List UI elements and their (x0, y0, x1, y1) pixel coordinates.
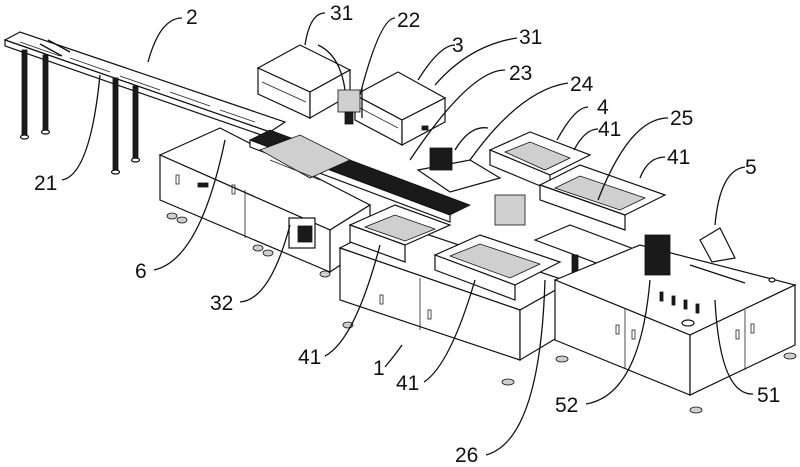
label-1: 1 (373, 357, 385, 380)
fixture-tray-upper-right (538, 164, 667, 231)
label-23: 23 (509, 62, 532, 85)
label-6: 6 (135, 260, 147, 283)
main-transfer-rail (249, 129, 471, 223)
fixture-tray-lower-right (433, 234, 562, 301)
rotary-manipulator (416, 127, 526, 226)
label-22: 22 (397, 9, 420, 32)
label-21: 21 (34, 172, 57, 195)
control-panel (288, 217, 316, 249)
label-41d: 41 (396, 372, 419, 395)
label-51: 51 (757, 384, 780, 407)
output-slots (644, 227, 746, 314)
reference-labels: 2 21 31 22 3 31 23 24 4 41 25 41 5 6 32 … (34, 2, 780, 467)
label-31a: 31 (330, 2, 353, 25)
label-41b: 41 (667, 146, 690, 169)
left-housing (256, 44, 352, 120)
label-25: 25 (670, 107, 693, 130)
label-41a: 41 (598, 118, 621, 141)
label-26: 26 (455, 444, 478, 467)
leader-lines (61, 12, 754, 456)
label-31b: 31 (519, 26, 542, 49)
label-41c: 41 (298, 346, 321, 369)
label-52: 52 (555, 394, 578, 417)
transfer-gripper (337, 88, 363, 125)
output-station (553, 244, 797, 414)
label-32: 32 (210, 292, 233, 315)
fixture-tray-upper-left (488, 131, 592, 191)
label-2: 2 (186, 6, 198, 29)
right-housing (353, 71, 447, 147)
label-5: 5 (745, 156, 757, 179)
label-24: 24 (570, 73, 594, 96)
label-3: 3 (452, 34, 464, 57)
conveyor-legs (19, 49, 141, 175)
fixture-tray-lower-left (348, 204, 452, 263)
label-4: 4 (597, 96, 609, 119)
